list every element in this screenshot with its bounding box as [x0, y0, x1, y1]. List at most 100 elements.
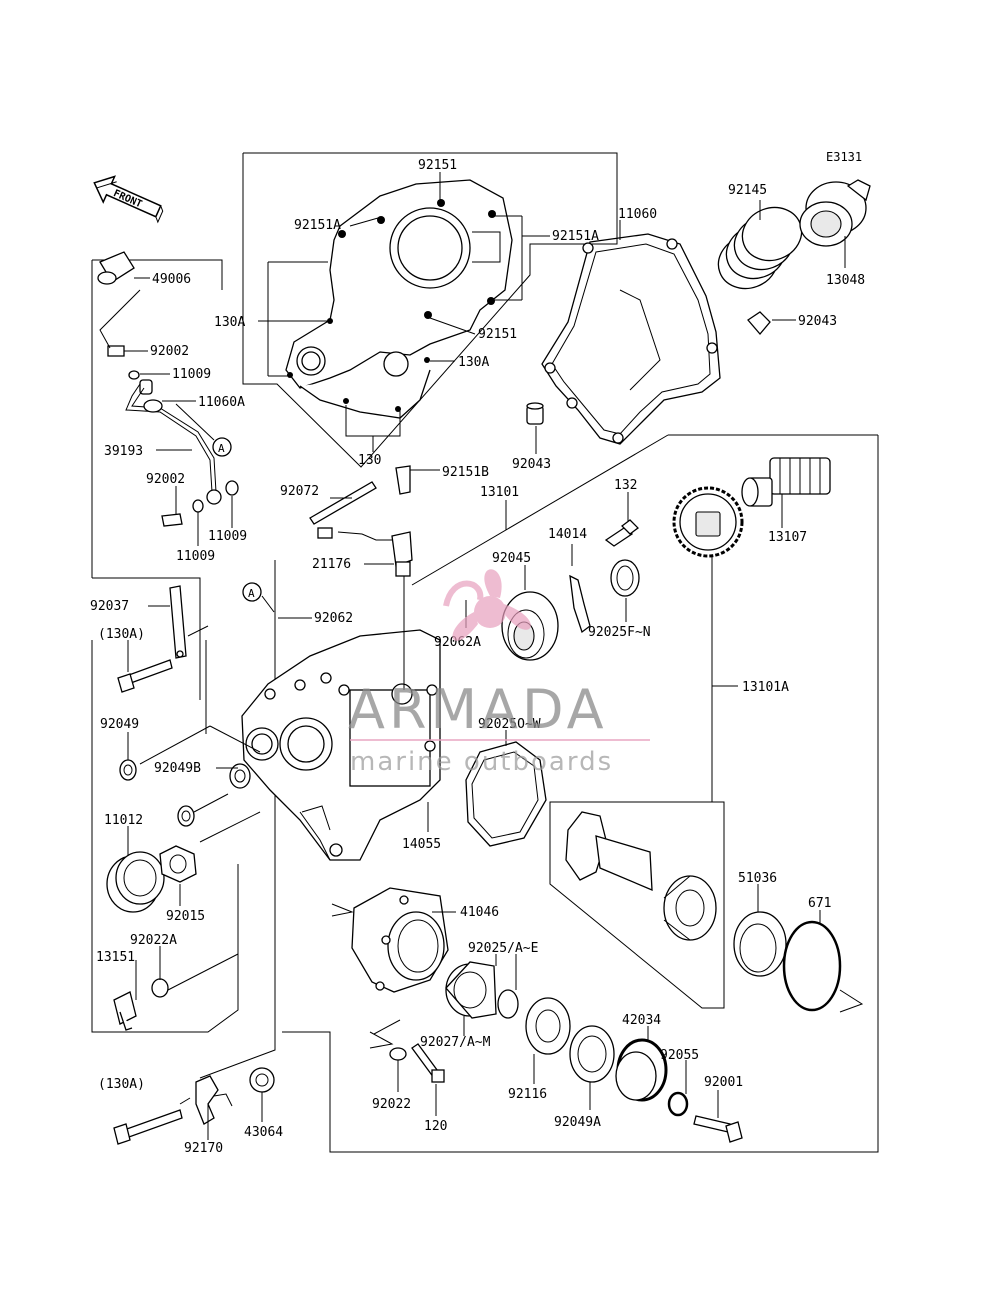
label-92072: 92072 — [280, 484, 319, 499]
label-92022A: 92022A — [130, 933, 177, 948]
label-130A-paren-upper: (130A) — [98, 627, 145, 642]
seal-11012 — [106, 851, 165, 913]
bolt-120 — [411, 1043, 445, 1083]
marker-a1-label: A — [218, 442, 225, 455]
label-11009-bottom: 11009 — [176, 549, 215, 564]
callout-marker-a2: A — [242, 582, 262, 602]
leader-lines — [99, 172, 864, 1140]
label-92151A-left: 92151A — [294, 218, 341, 233]
label-11012: 11012 — [104, 813, 143, 828]
label-92151B: 92151B — [442, 465, 489, 480]
label-92151-top: 92151 — [418, 158, 457, 173]
gear-case-cover — [285, 179, 513, 419]
label-49006: 49006 — [152, 272, 191, 287]
watermark-brand: ARMADA — [348, 678, 608, 741]
label-43064: 43064 — [244, 1125, 283, 1140]
label-11009-upper: 11009 — [172, 367, 211, 382]
label-92043-upper: 92043 — [798, 314, 837, 329]
label-92015: 92015 — [166, 909, 205, 924]
seal-92025F-N — [610, 559, 640, 597]
label-92145: 92145 — [728, 183, 767, 198]
gasket-92025O-W — [465, 741, 547, 847]
ring-92025A-E — [497, 989, 519, 1019]
gear-13101 — [672, 486, 744, 558]
nut-92015 — [159, 845, 197, 883]
housing-41046 — [351, 887, 449, 993]
label-92002-upper: 92002 — [150, 344, 189, 359]
label-92049: 92049 — [100, 717, 139, 732]
bracket-92037 — [169, 585, 187, 659]
label-671: 671 — [808, 896, 831, 911]
label-92025O-W: 92025O~W — [478, 717, 541, 732]
label-21176: 21176 — [312, 557, 351, 572]
washer-92049A — [569, 1025, 615, 1083]
gear-case-14055 — [241, 629, 441, 861]
label-42034: 42034 — [622, 1013, 661, 1028]
seal-51036 — [733, 911, 787, 977]
label-14014: 14014 — [548, 527, 587, 542]
label-14055: 14055 — [402, 837, 441, 852]
armada-watermark: ARMADA marine outboards — [348, 569, 650, 777]
bolt-132 — [604, 519, 639, 547]
spring-92145 — [717, 206, 803, 290]
label-92022: 92022 — [372, 1097, 411, 1112]
label-13101: 13101 — [480, 485, 519, 500]
bracket-92170 — [195, 1075, 233, 1125]
bolt-130A-lower — [113, 1109, 183, 1145]
label-92049A: 92049A — [554, 1115, 601, 1130]
label-92045: 92045 — [492, 551, 531, 566]
marker-a2-label: A — [248, 587, 255, 600]
plate-14014 — [569, 574, 591, 634]
label-92055: 92055 — [660, 1048, 699, 1063]
watermark-tagline: marine outboards — [350, 747, 613, 777]
label-92037: 92037 — [90, 599, 129, 614]
collar-92043-lower — [526, 402, 544, 425]
label-92151-mid: 92151 — [478, 327, 517, 342]
label-130A-left: 130A — [214, 315, 245, 330]
sensor-21176 — [309, 465, 413, 577]
hose-assembly — [97, 251, 239, 527]
label-13107: 13107 — [768, 530, 807, 545]
callout-marker-a1: A — [212, 437, 232, 457]
front-arrow-icon: FRONT — [93, 175, 164, 224]
part-labels: 92151 92151A 92151A 92151 130A 130A 130 … — [90, 158, 865, 1156]
collar-92043-upper — [747, 311, 771, 336]
seal-ring-left — [229, 763, 251, 789]
label-130A-right: 130A — [458, 355, 489, 370]
label-13151: 13151 — [96, 950, 135, 965]
washer-92022A — [151, 978, 169, 998]
damper-43064 — [249, 1067, 275, 1093]
label-92043-lower: 92043 — [512, 457, 551, 472]
label-92025F-N: 92025F~N — [588, 625, 651, 640]
label-92025A-E: 92025/A~E — [468, 941, 538, 956]
washer-92022 — [389, 1047, 407, 1061]
propeller-logo-icon — [443, 569, 531, 641]
label-92049B: 92049B — [154, 761, 201, 776]
label-11060A: 11060A — [198, 395, 245, 410]
bolt-130A-upper — [117, 659, 173, 693]
label-11009-right: 11009 — [208, 529, 247, 544]
oring-92055 — [667, 1091, 689, 1117]
label-92116: 92116 — [508, 1087, 547, 1102]
label-130: 130 — [358, 453, 381, 468]
label-92062: 92062 — [314, 611, 353, 626]
bolt-92001 — [693, 1115, 743, 1143]
label-92001: 92001 — [704, 1075, 743, 1090]
drive-gear-13101A — [565, 811, 717, 941]
label-13101A: 13101A — [742, 680, 789, 695]
bearing-92116 — [525, 997, 571, 1055]
label-92170: 92170 — [184, 1141, 223, 1156]
label-41046: 41046 — [460, 905, 499, 920]
label-13048: 13048 — [826, 273, 865, 288]
diagram-code: E3131 — [826, 150, 862, 164]
label-120: 120 — [424, 1119, 447, 1134]
label-92062A: 92062A — [434, 635, 481, 650]
gear-42034 — [615, 1038, 668, 1102]
oring-671 — [782, 920, 842, 1012]
gasket-11060 — [541, 233, 721, 445]
label-92027A-M: 92027/A~M — [420, 1035, 491, 1050]
sleeve-92027 — [445, 961, 497, 1019]
washer-92049 — [119, 759, 137, 781]
shaft-13107 — [741, 457, 831, 507]
